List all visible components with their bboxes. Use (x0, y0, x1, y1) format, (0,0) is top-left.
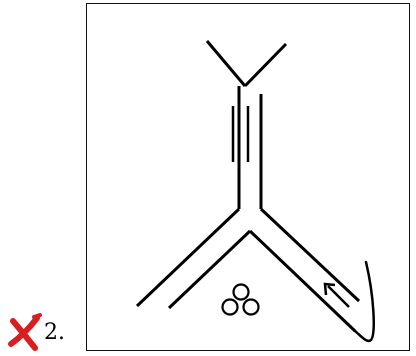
top-left-arm (207, 41, 245, 86)
bead (244, 300, 259, 315)
red-cross-mark-icon (4, 312, 44, 352)
bead (234, 285, 249, 300)
option-number: 2. (44, 322, 65, 344)
diagram-frame (86, 3, 410, 351)
y-shaped-tube-diagram (87, 4, 411, 352)
bead (223, 300, 238, 315)
top-right-arm (245, 44, 286, 86)
